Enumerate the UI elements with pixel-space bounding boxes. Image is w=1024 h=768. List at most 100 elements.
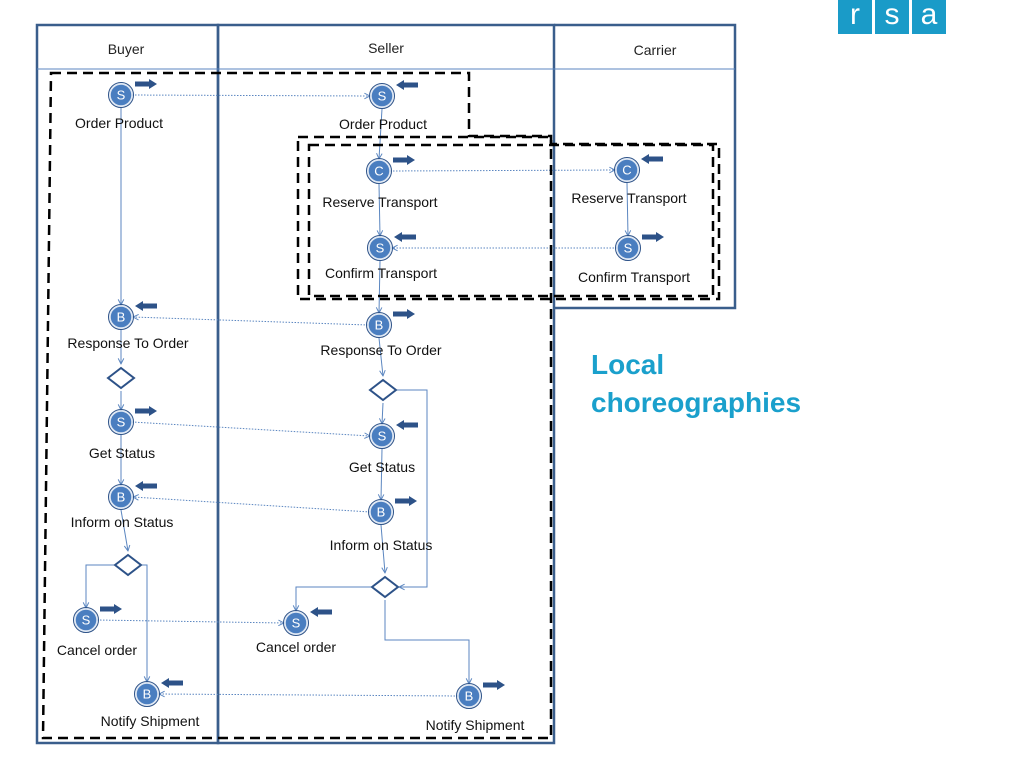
buyer-inform-ring: [108, 484, 134, 510]
seller-cancel-mark: S: [292, 616, 301, 631]
logo-letter-r: r: [838, 0, 872, 34]
seller-carrier-choreography-box-inner: [307, 143, 715, 298]
seller-cancel-receive-arrow-icon: [310, 607, 332, 617]
swimlanes: Buyer Seller Carrier: [35, 23, 737, 745]
seller-confirm-ring: [367, 235, 393, 261]
buyer-cancel-ring: [73, 607, 99, 633]
sequence-flow-10: [378, 337, 383, 376]
lane-header-carrier: Carrier: [634, 42, 677, 58]
buyer-inform-receive-arrow-icon: [135, 481, 157, 491]
buyer-status-ring: [108, 409, 134, 435]
buyer-cancel-send-arrow-icon: [100, 604, 122, 614]
sequence-flow-5: [86, 564, 115, 608]
sequence-flow-7: [379, 108, 382, 159]
seller-inform-label: Inform on Status: [330, 537, 433, 553]
seller-reserve-circle: [367, 159, 391, 183]
seller-notify-send-arrow-icon: [483, 680, 505, 690]
seller-confirm-circle: [368, 236, 392, 260]
rsa-logo: r s a: [838, 0, 949, 34]
logo-letter-s: s: [875, 0, 909, 34]
seller-g1-gateway-icon: [368, 378, 398, 402]
buyer-status-send-arrow-icon: [135, 406, 157, 416]
local-choreography-boxes: [41, 71, 721, 740]
seller-order-ring: [369, 83, 395, 109]
seller-response-send-arrow-icon: [393, 309, 415, 319]
seller-status-ring: [369, 423, 395, 449]
carrier-reserve-ring: [614, 157, 640, 183]
seller-inform-send-arrow-icon: [395, 496, 417, 506]
lane-seller: [216, 23, 556, 745]
buyer-response-circle: [109, 305, 133, 329]
message-flow-3: [133, 317, 369, 326]
buyer-g1-gateway-icon: [106, 366, 136, 390]
seller-notify-mark: B: [465, 689, 474, 704]
buyer-notify-circle: [135, 682, 159, 706]
buyer-g2-gateway-icon: [113, 553, 143, 577]
buyer-notify-ring: [134, 681, 160, 707]
seller-response-ring: [366, 312, 392, 338]
buyer-order-send-arrow-icon: [135, 79, 157, 89]
message-flow-6: [96, 619, 284, 623]
buyer-seller-choreography-box: [41, 71, 553, 740]
flows: [86, 95, 628, 696]
seller-cancel-circle: [284, 611, 308, 635]
sequence-flow-16: [384, 600, 469, 684]
message-flow-5: [133, 497, 371, 513]
buyer-cancel-mark: S: [82, 613, 91, 628]
seller-inform-ring: [368, 499, 394, 525]
seller-reserve-mark: C: [374, 164, 383, 179]
buyer-status-label: Get Status: [89, 445, 155, 461]
seller-cancel-ring: [283, 610, 309, 636]
buyer-response-mark: B: [117, 310, 126, 325]
sequence-flow-12: [396, 389, 428, 587]
seller-status-mark: S: [378, 429, 387, 444]
seller-order-circle: [370, 84, 394, 108]
seller-notify-ring: [456, 683, 482, 709]
buyer-notify-mark: B: [143, 687, 152, 702]
seller-confirm-label: Confirm Transport: [325, 265, 437, 281]
sequence-flow-6: [141, 564, 147, 682]
seller-cancel-label: Cancel order: [256, 639, 336, 655]
sequence-flow-13: [381, 448, 382, 500]
seller-inform-mark: B: [377, 505, 386, 520]
seller-response-label: Response To Order: [320, 342, 441, 358]
lane-header-seller: Seller: [368, 40, 404, 56]
seller-status-circle: [370, 424, 394, 448]
sequence-flow-8: [379, 183, 380, 236]
buyer-inform-circle: [109, 485, 133, 509]
buyer-response-label: Response To Order: [67, 335, 188, 351]
carrier-confirm-circle: [616, 236, 640, 260]
heading-line-1: Local: [591, 349, 665, 380]
buyer-response-ring: [108, 304, 134, 330]
carrier-confirm-send-arrow-icon: [642, 232, 664, 242]
lane-carrier: [554, 23, 737, 310]
buyer-order-ring: [108, 82, 134, 108]
buyer-response-receive-arrow-icon: [135, 301, 157, 311]
carrier-reserve-mark: C: [622, 163, 631, 178]
seller-order-receive-arrow-icon: [396, 80, 418, 90]
buyer-notify-receive-arrow-icon: [161, 678, 183, 688]
message-flow-1: [389, 170, 615, 171]
buyer-cancel-label: Cancel order: [57, 642, 137, 658]
seller-inform-circle: [369, 500, 393, 524]
message-flow-4: [131, 421, 370, 436]
seller-reserve-send-arrow-icon: [393, 155, 415, 165]
buyer-order-circle: [109, 83, 133, 107]
sequence-flow-15: [296, 586, 372, 611]
seller-notify-label: Notify Shipment: [426, 717, 525, 733]
heading-line-2: choreographies: [591, 387, 802, 418]
seller-reserve-label: Reserve Transport: [322, 194, 437, 210]
logo-letter-a: a: [912, 0, 946, 34]
seller-reserve-ring: [366, 158, 392, 184]
seller-status-receive-arrow-icon: [396, 420, 418, 430]
seller-order-label: Order Product: [339, 116, 427, 132]
buyer-notify-label: Notify Shipment: [101, 713, 200, 729]
sequence-flow-17: [627, 182, 628, 236]
buyer-order-mark: S: [117, 88, 126, 103]
sequence-flow-14: [380, 524, 385, 573]
message-flow-0: [131, 95, 370, 96]
carrier-reserve-circle: [615, 158, 639, 182]
lane-header-buyer: Buyer: [108, 41, 145, 57]
